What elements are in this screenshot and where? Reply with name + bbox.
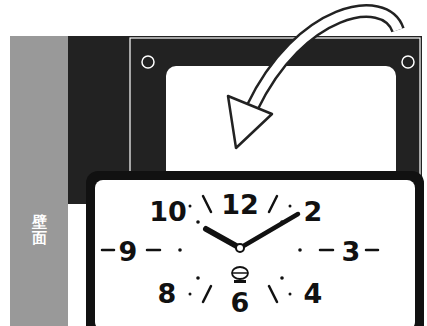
wall-label-band: 壁面 bbox=[10, 190, 68, 270]
arrow-body bbox=[252, 11, 398, 108]
wall-band bbox=[10, 36, 68, 326]
screw-hole bbox=[402, 56, 414, 68]
clock-numeral: 9 bbox=[119, 238, 138, 265]
clock-numeral: 12 bbox=[221, 191, 259, 218]
clock-numeral: 3 bbox=[342, 238, 361, 265]
clock-numeral: 10 bbox=[149, 198, 187, 225]
clock-face bbox=[95, 180, 415, 326]
arrow-outline bbox=[252, 11, 398, 108]
clock-numeral: 4 bbox=[304, 280, 323, 307]
clock-numeral: 2 bbox=[304, 198, 323, 225]
clock-numeral: 6 bbox=[231, 289, 250, 316]
clock-numeral: 8 bbox=[158, 280, 177, 307]
screw-hole bbox=[142, 56, 154, 68]
clock-logo bbox=[232, 267, 248, 283]
clock-dots bbox=[178, 205, 302, 296]
clock-case bbox=[86, 171, 424, 326]
clock-hands bbox=[206, 214, 298, 248]
hand-pivot bbox=[236, 244, 244, 252]
wall-label: 壁面 bbox=[32, 214, 47, 247]
arrow-head bbox=[228, 96, 272, 148]
